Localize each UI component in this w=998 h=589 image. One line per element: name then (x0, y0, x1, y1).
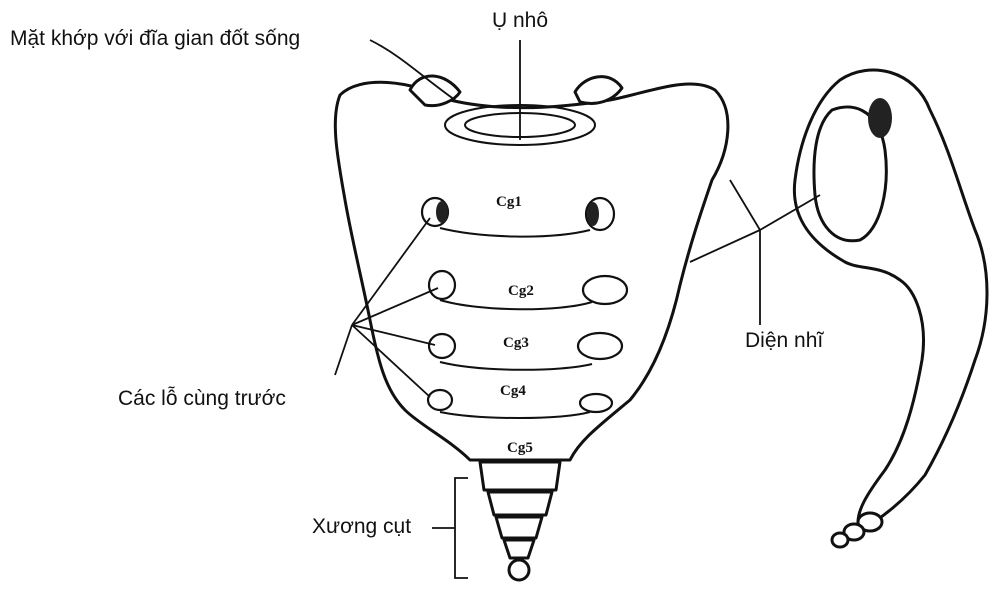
sacrum-body (335, 82, 728, 460)
foramen-left-2 (429, 271, 455, 299)
coccyx-seg-2 (488, 492, 552, 515)
label-promontory: Ụ nhô (492, 10, 548, 31)
sacrum-lateral-view (794, 70, 987, 547)
label-coccyx: Xương cụt (312, 516, 411, 537)
foramen-right-4 (580, 394, 612, 412)
label-articular-surface: Mặt khớp với đĩa gian đốt sống (10, 28, 300, 49)
foramen-right-3 (578, 333, 622, 359)
vertebra-label-cg3: Cg3 (503, 335, 529, 351)
coccyx-tip (509, 560, 529, 580)
coccyx-seg-3 (496, 517, 542, 538)
vertebra-label-cg4: Cg4 (500, 383, 526, 399)
sacrum-anterior-view: Cg1 Cg2 Cg3 Cg4 Cg5 (335, 76, 728, 580)
leader-foramina-main (335, 325, 352, 375)
coccyx-seg-4 (504, 540, 534, 558)
leader-auricular-1 (730, 180, 760, 325)
lateral-coccyx-3 (832, 533, 848, 547)
label-auricular-surface: Diện nhĩ (745, 330, 823, 351)
leader-auricular-2 (690, 230, 760, 262)
foramen-left-3 (429, 334, 455, 358)
vertebra-label-cg5: Cg5 (507, 440, 533, 456)
coccyx-seg-1 (480, 462, 560, 490)
foramen-right-2 (583, 276, 627, 304)
vertebra-label-cg1: Cg1 (496, 194, 522, 210)
vertebra-label-cg2: Cg2 (508, 283, 534, 299)
label-anterior-foramina: Các lỗ cùng trước (118, 388, 286, 409)
coccyx-bracket (455, 478, 468, 578)
foramen-left-4 (428, 390, 452, 410)
